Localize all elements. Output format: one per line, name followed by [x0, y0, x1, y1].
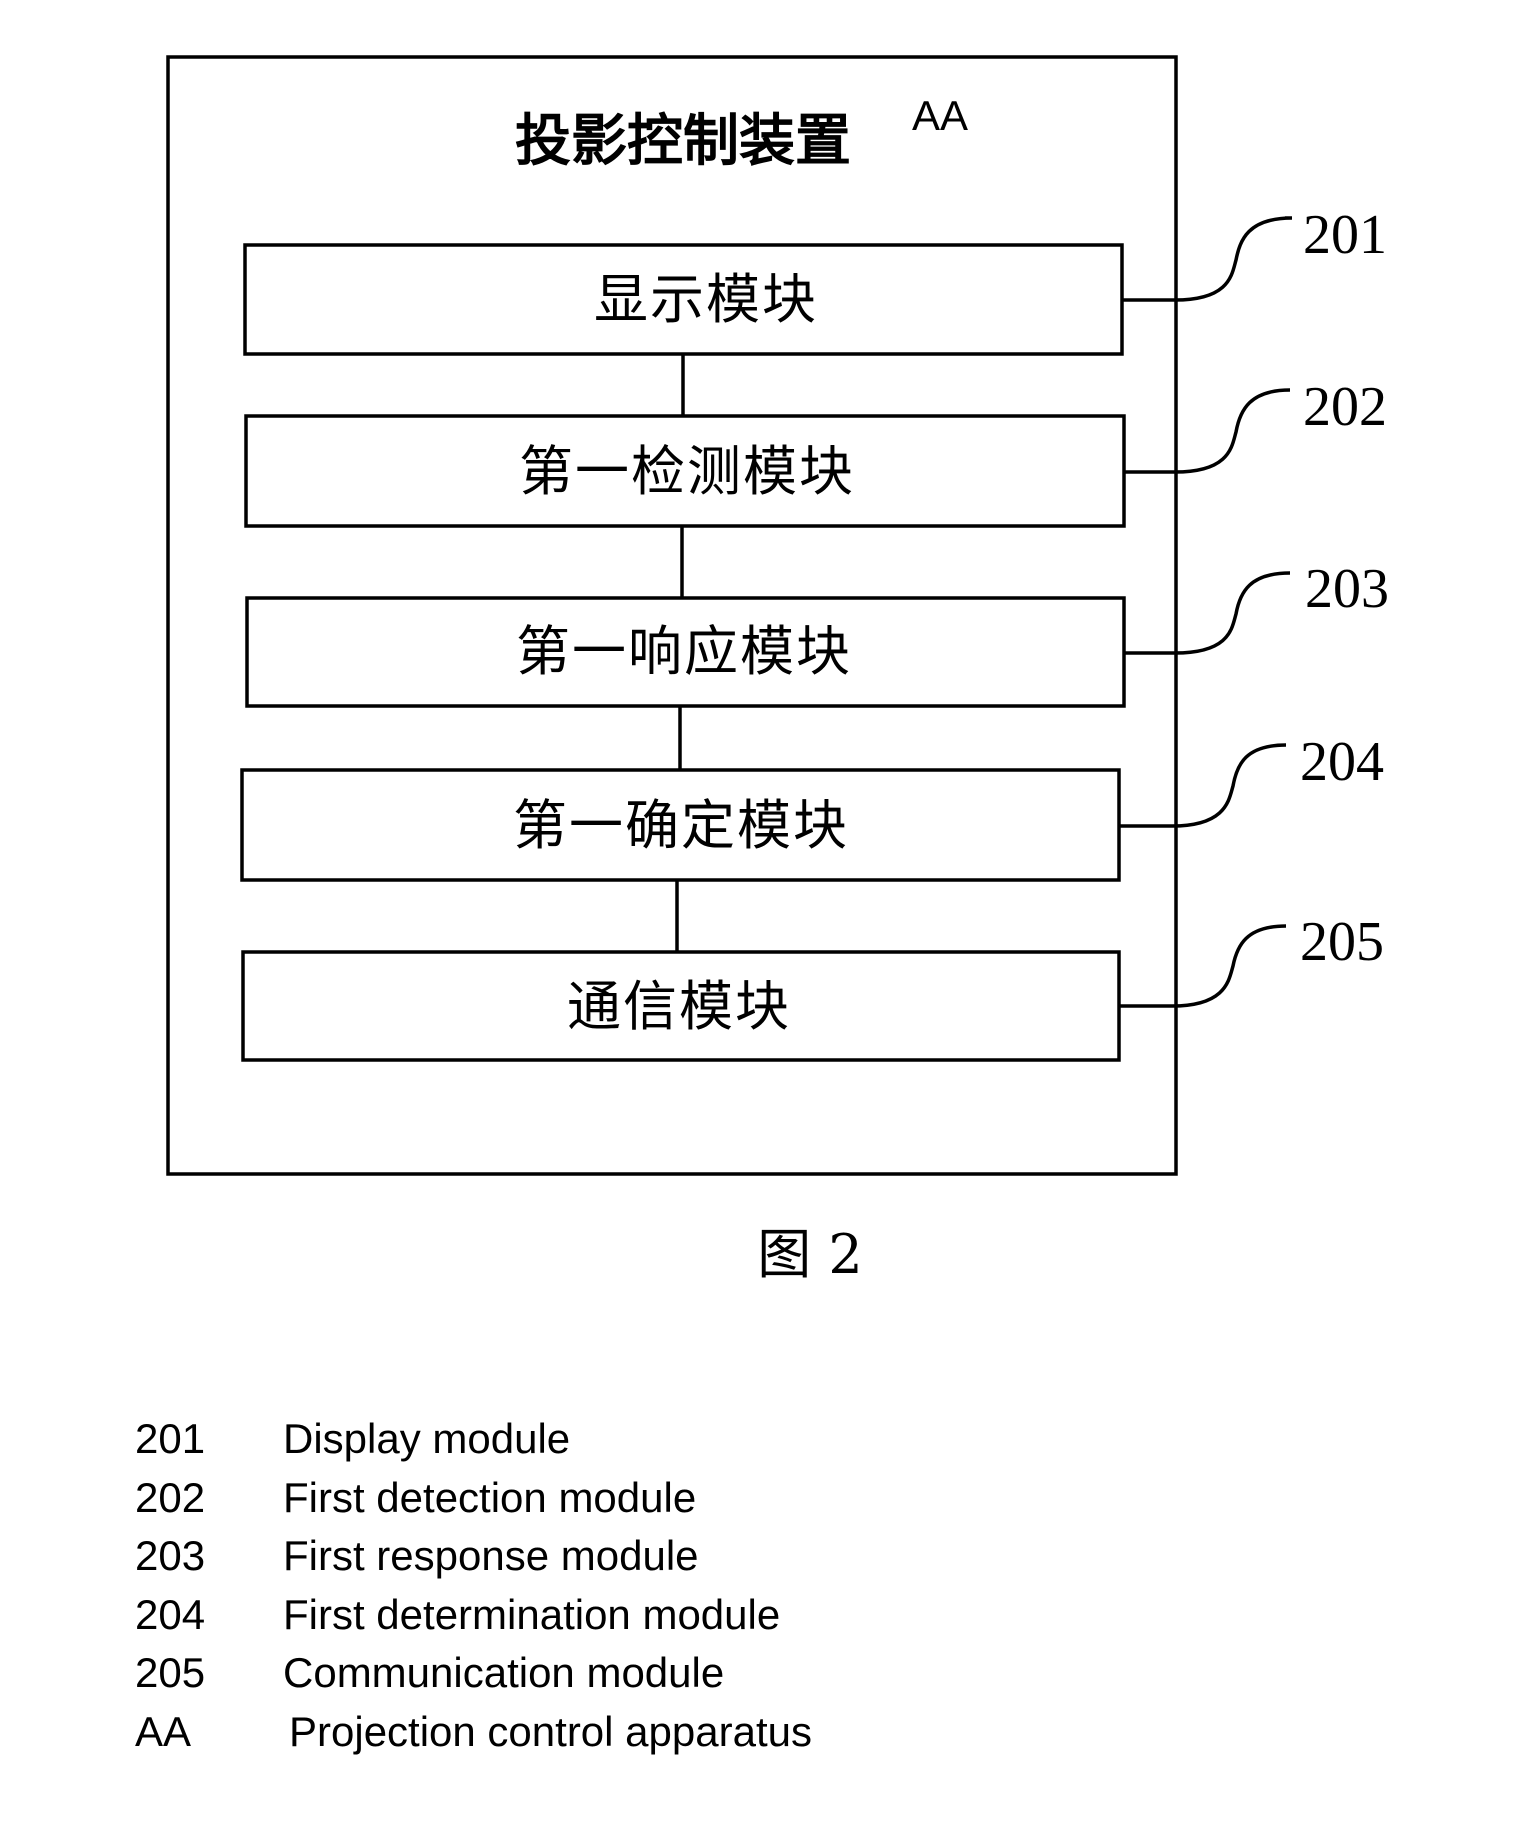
legend: 201 Display module 202 First detection m…: [135, 1410, 812, 1761]
leader-line: [1122, 216, 1293, 302]
module-label: 显示模块: [594, 268, 818, 331]
module-first-response: 第一响应模块 203: [245, 558, 1389, 708]
leader-line: [1119, 743, 1287, 828]
module-box: [245, 596, 1126, 708]
leader-line: [1119, 924, 1287, 1008]
legend-code: 203: [135, 1532, 206, 1579]
reference-number: 204: [1300, 731, 1384, 793]
legend-row: 205 Communication module: [135, 1644, 812, 1703]
module-label: 通信模块: [567, 975, 791, 1038]
module-label: 第一检测模块: [519, 440, 855, 503]
apparatus-code: AA: [912, 92, 968, 139]
legend-row: 204 First determination module: [135, 1586, 812, 1645]
reference-number: 203: [1305, 558, 1389, 620]
figure-caption: 图 2: [757, 1223, 863, 1286]
legend-code: 205: [135, 1649, 206, 1696]
module-communication: 通信模块 205: [241, 911, 1384, 1062]
legend-text: Display module: [283, 1415, 571, 1462]
legend-row: 203 First response module: [135, 1527, 812, 1586]
legend-row: 202 First detection module: [135, 1469, 812, 1528]
leader-line: [1124, 388, 1291, 474]
reference-number: 202: [1303, 376, 1387, 438]
module-first-determination: 第一确定模块 204: [240, 731, 1384, 882]
apparatus-title: 投影控制装置: [515, 109, 851, 174]
legend-row: AA Projection control apparatus: [135, 1703, 812, 1762]
legend-code: 202: [135, 1473, 206, 1521]
module-first-detection: 第一检测模块 202: [244, 376, 1387, 528]
module-box: [243, 243, 1124, 356]
legend-text: Projection control apparatus: [289, 1707, 812, 1755]
module-box: [244, 414, 1126, 528]
reference-number: 201: [1303, 204, 1387, 266]
legend-row: 201 Display module: [135, 1410, 812, 1469]
legend-code: AA: [135, 1707, 192, 1755]
legend-code: 201: [135, 1415, 206, 1462]
module-label: 第一响应模块: [516, 620, 852, 683]
module-display: 显示模块 201: [243, 204, 1387, 356]
module-label: 第一确定模块: [513, 794, 849, 857]
legend-code: 204: [135, 1590, 206, 1638]
module-box: [241, 950, 1121, 1062]
legend-text: First determination module: [283, 1590, 781, 1638]
legend-text: First detection module: [283, 1473, 697, 1521]
leader-line: [1124, 571, 1291, 655]
legend-text: Communication module: [283, 1649, 725, 1696]
module-box: [240, 768, 1121, 882]
reference-number: 205: [1300, 911, 1384, 973]
legend-text: First response module: [283, 1532, 699, 1579]
